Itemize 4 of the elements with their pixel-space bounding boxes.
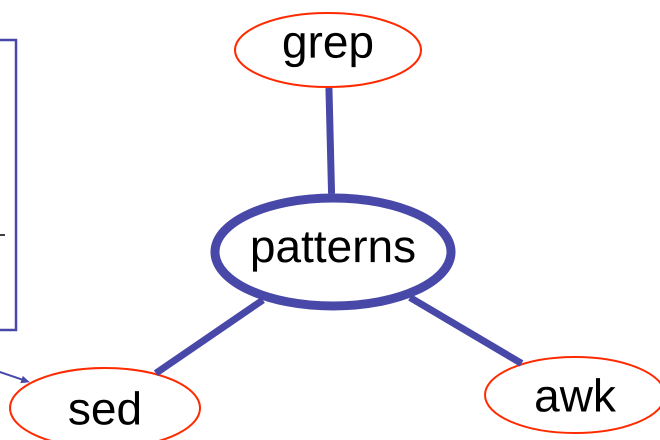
connector bbox=[408, 294, 524, 366]
empty-box bbox=[0, 38, 18, 332]
connector bbox=[325, 88, 336, 194]
connector bbox=[154, 297, 265, 376]
